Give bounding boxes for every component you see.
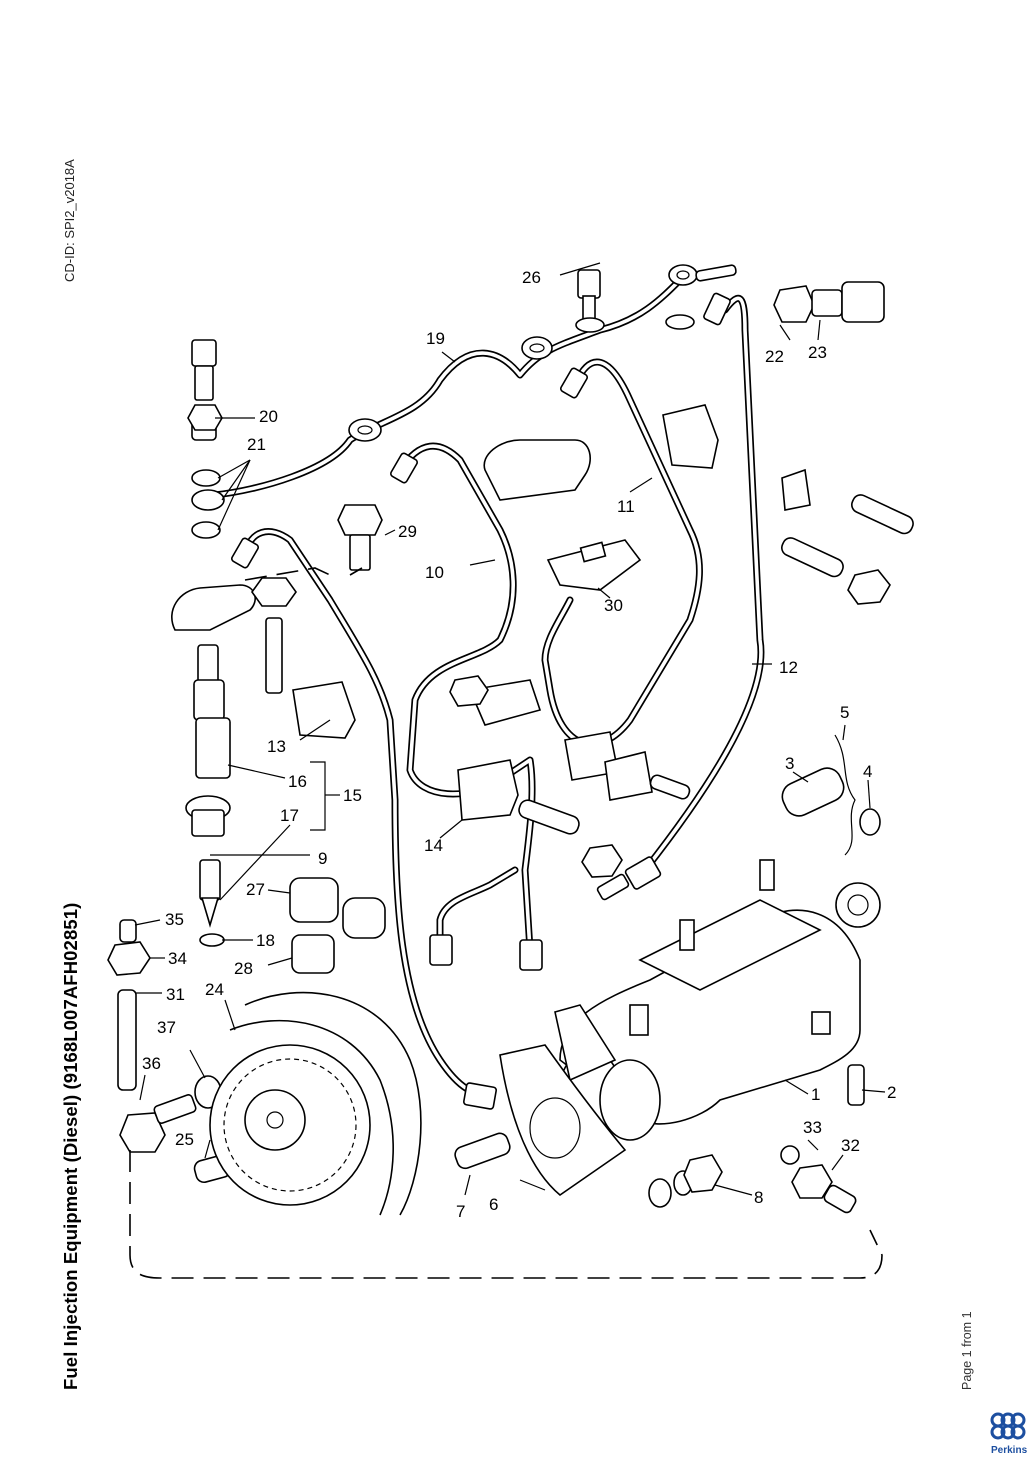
callout-18: 18 bbox=[256, 931, 275, 950]
callout-21: 21 bbox=[247, 435, 266, 454]
callout-1: 1 bbox=[811, 1085, 820, 1104]
callout-4: 4 bbox=[863, 762, 872, 781]
callout-22: 22 bbox=[765, 347, 784, 366]
callout-37: 37 bbox=[157, 1018, 176, 1037]
callout-labels: 1 2 3 4 5 6 7 8 9 10 11 12 13 14 15 16 1… bbox=[142, 268, 896, 1221]
callout-10: 10 bbox=[425, 563, 444, 582]
callout-3: 3 bbox=[785, 754, 794, 773]
callout-13: 13 bbox=[267, 737, 286, 756]
callout-27: 27 bbox=[246, 880, 265, 899]
callout-35: 35 bbox=[165, 910, 184, 929]
callout-14: 14 bbox=[424, 836, 443, 855]
callout-33: 33 bbox=[803, 1118, 822, 1137]
callout-19: 19 bbox=[426, 329, 445, 348]
callout-24: 24 bbox=[205, 980, 224, 999]
injection-pump bbox=[454, 859, 881, 1214]
perkins-logo-icon bbox=[990, 1412, 1026, 1440]
callout-9: 9 bbox=[318, 849, 327, 868]
callout-8: 8 bbox=[754, 1188, 763, 1207]
pipe-nuts bbox=[231, 292, 731, 1110]
callout-31: 31 bbox=[166, 985, 185, 1004]
callout-6: 6 bbox=[489, 1195, 498, 1214]
callout-36: 36 bbox=[142, 1054, 161, 1073]
callout-28: 28 bbox=[234, 959, 253, 978]
callout-25: 25 bbox=[175, 1130, 194, 1149]
callout-34: 34 bbox=[168, 949, 187, 968]
callout-5: 5 bbox=[840, 703, 849, 722]
callout-29: 29 bbox=[398, 522, 417, 541]
leader-lines bbox=[134, 262, 886, 1196]
callout-30: 30 bbox=[604, 596, 623, 615]
sleeve-parts bbox=[781, 734, 881, 856]
drive-gear bbox=[209, 991, 422, 1216]
callout-26: 26 bbox=[522, 268, 541, 287]
injector-parts bbox=[171, 339, 383, 947]
callout-23: 23 bbox=[808, 343, 827, 362]
small-hardware bbox=[107, 919, 232, 1184]
fuel-pipes bbox=[211, 276, 765, 1099]
callout-2: 2 bbox=[887, 1083, 896, 1102]
banjo-joints bbox=[348, 264, 737, 442]
callout-20: 20 bbox=[259, 407, 278, 426]
brackets bbox=[292, 404, 811, 821]
callout-16: 16 bbox=[288, 772, 307, 791]
callout-11: 11 bbox=[617, 497, 635, 516]
callout-12: 12 bbox=[779, 658, 798, 677]
callout-32: 32 bbox=[841, 1136, 860, 1155]
spacers bbox=[289, 877, 386, 974]
callout-17: 17 bbox=[280, 806, 299, 825]
studs bbox=[518, 269, 914, 878]
callout-15: 15 bbox=[343, 786, 362, 805]
callout-7: 7 bbox=[456, 1202, 465, 1221]
brand-name: Perkins bbox=[991, 1445, 1028, 1456]
